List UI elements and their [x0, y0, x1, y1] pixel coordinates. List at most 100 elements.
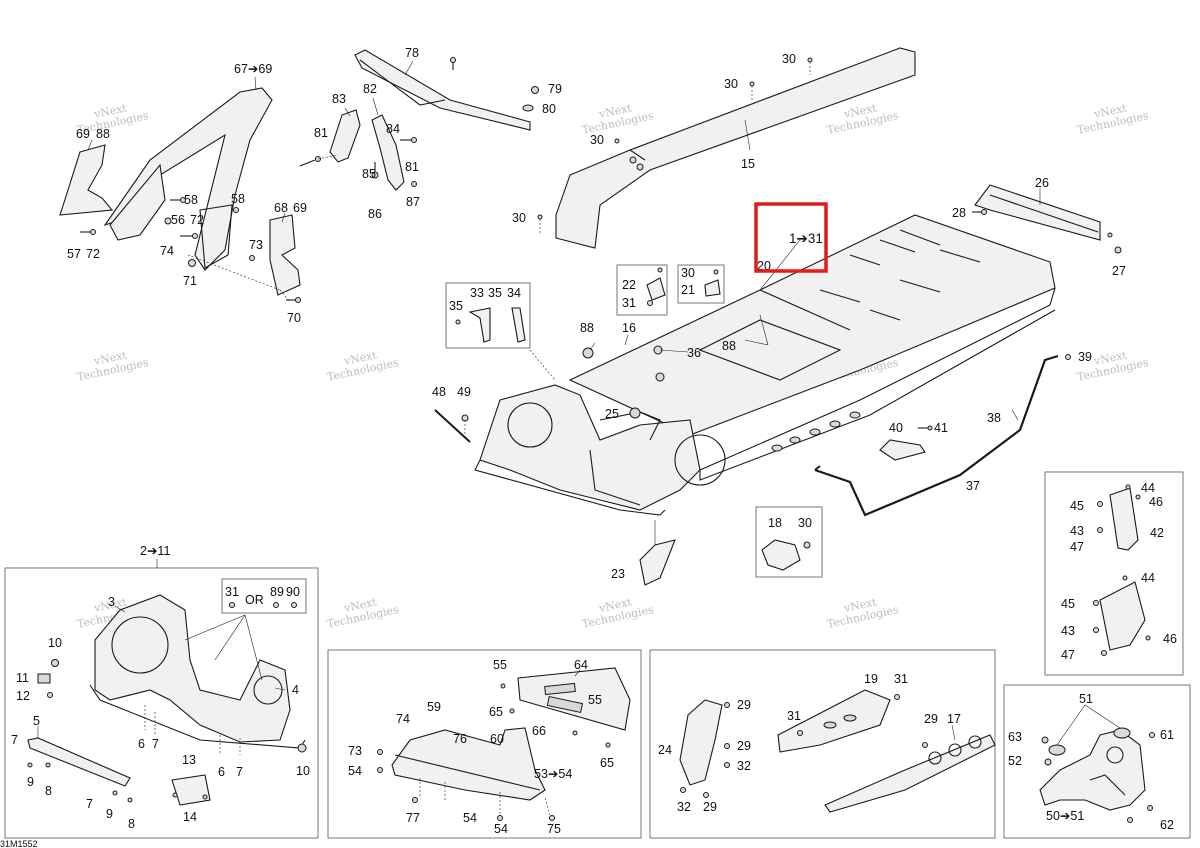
bolt-icon	[47, 692, 53, 698]
callout-label: 19	[864, 672, 878, 686]
callout-label: 55	[493, 658, 507, 672]
callout-label: 85	[362, 167, 376, 181]
bolt-icon	[371, 162, 379, 179]
callout-label: 51	[1079, 692, 1093, 706]
callout-label: 22	[622, 278, 636, 292]
bolt-icon	[657, 267, 663, 273]
callout-label: 76	[453, 732, 467, 746]
inset-front-frame: 2➔11 31 OR 89 90	[4, 544, 319, 839]
bolt-icon	[299, 156, 321, 167]
nut-icon	[297, 743, 307, 753]
rear-bracket-group: 26 28 27	[952, 176, 1126, 278]
callout-label: 46	[1163, 632, 1177, 646]
callout-label: 35	[449, 299, 463, 313]
callout-label: 50➔51	[1046, 809, 1084, 823]
callout-label: 37	[966, 479, 980, 493]
drawing-code: 31M1552	[0, 839, 38, 848]
callout-label: 12	[16, 689, 30, 703]
callout-label: 54	[463, 811, 477, 825]
nut-icon	[1135, 494, 1141, 500]
callout-label: 74	[160, 244, 174, 258]
callout-label: 75	[547, 822, 561, 836]
bolt-icon	[972, 209, 987, 215]
callout-label: 15	[741, 157, 755, 171]
bolt-icon	[377, 749, 383, 755]
steering-links-group: 78 79 80 83 82 84 81 81 85 86 87	[299, 46, 562, 221]
callout-label: 63	[1008, 730, 1022, 744]
callout-label: 24	[658, 743, 672, 757]
callout-label: 44	[1141, 571, 1155, 585]
callout-label: 82	[363, 82, 377, 96]
nut-icon	[1097, 527, 1103, 533]
callout-label: 88	[580, 321, 594, 335]
callout-label: 65	[489, 705, 503, 719]
callout-label: 83	[332, 92, 346, 106]
callout-label: 48	[432, 385, 446, 399]
callout-label: 67➔69	[234, 62, 272, 76]
bolt-icon	[455, 319, 461, 325]
callout-label: OR	[245, 593, 264, 607]
callout-label: 57	[67, 247, 81, 261]
bolt-icon	[27, 762, 33, 768]
nut-icon	[411, 181, 417, 187]
bolt-icon	[1041, 736, 1049, 744]
callout-label: 10	[48, 636, 62, 650]
callout-label: 47	[1061, 648, 1075, 662]
nut-icon	[522, 104, 534, 112]
nut-icon	[724, 762, 730, 768]
inset-bumper-skid: 55 64 55 65 66 65 74 59 76 60 73 54 53➔5…	[327, 649, 642, 839]
callout-label: 30	[681, 266, 695, 280]
callout-label: 72	[190, 213, 204, 227]
callout-label: 30	[512, 211, 526, 225]
bolt-icon	[45, 762, 51, 768]
bolt-icon	[291, 602, 297, 608]
callout-label: 30	[782, 52, 796, 66]
callout-label: 38	[987, 411, 1001, 425]
bolt-icon	[229, 602, 235, 608]
bracket-icon	[37, 673, 51, 684]
callout-label: 7	[86, 797, 93, 811]
callout-label: 11	[16, 671, 29, 685]
callout-label: 9	[27, 775, 34, 789]
callout-label: 89	[270, 585, 284, 599]
callout-label: 77	[406, 811, 420, 825]
callout-label: 87	[406, 195, 420, 209]
nut-icon	[680, 787, 686, 793]
callout-label: 73	[348, 744, 362, 758]
nut-icon	[233, 207, 239, 213]
callout-label: 29	[737, 698, 751, 712]
footrest-bracket-group: 40 41	[879, 421, 948, 461]
callout-label: 66	[532, 724, 546, 738]
callout-label: 4	[292, 683, 299, 697]
bolt-icon	[400, 137, 417, 143]
inset-bracket-18: 18 30	[755, 506, 823, 578]
callout-label: 43	[1070, 524, 1084, 538]
callout-label: 9	[106, 807, 113, 821]
bolt-icon	[572, 730, 578, 736]
callout-label: 47	[1070, 540, 1084, 554]
callout-label: 40	[889, 421, 903, 435]
callout-label: 90	[286, 585, 300, 599]
callout-label: 86	[368, 207, 382, 221]
callout-label: 64	[574, 658, 588, 672]
callout-label: 42	[1150, 526, 1164, 540]
bolt-icon	[1125, 484, 1131, 490]
steering-rod-group: 48 49	[432, 385, 471, 443]
bolt-icon	[537, 214, 543, 220]
callout-label: 6	[218, 765, 225, 779]
callout-label: 69	[293, 201, 307, 215]
inset-bracket-21: 30 21	[677, 264, 725, 304]
main-frame-group: 20 88 16 36 88 25	[474, 214, 1056, 516]
bolt-icon	[749, 81, 755, 87]
callout-label: 8	[45, 784, 52, 798]
bolt-icon	[170, 197, 186, 203]
callout-label: 60	[490, 732, 504, 746]
callout-label: 74	[396, 712, 410, 726]
callout-label: 8	[128, 817, 135, 831]
callout-label: 26	[1035, 176, 1049, 190]
callout-label: 31	[787, 709, 801, 723]
callout-label: 45	[1070, 499, 1084, 513]
nut-icon	[803, 541, 811, 549]
callout-label: 88	[722, 339, 736, 353]
callout-label: 36	[687, 346, 701, 360]
